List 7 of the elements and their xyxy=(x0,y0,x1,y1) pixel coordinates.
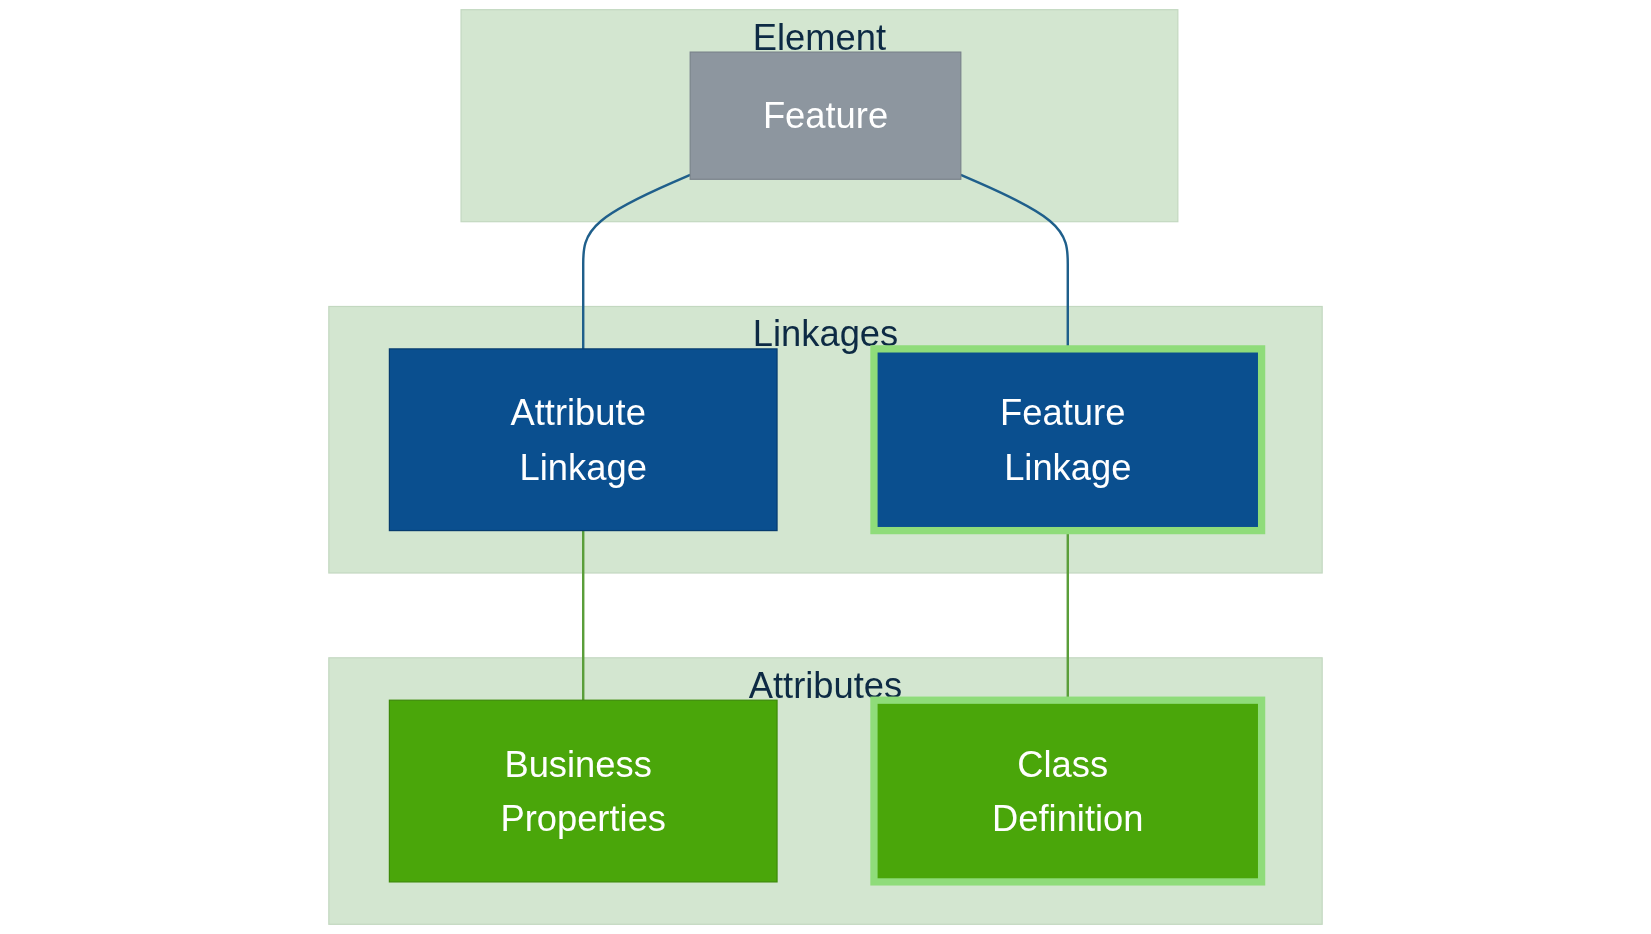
connector xyxy=(582,173,691,349)
connector xyxy=(582,530,585,701)
node-box: Attribute Linkage xyxy=(388,348,778,532)
node-box: Class Definition xyxy=(870,696,1266,886)
node-box: Feature Linkage xyxy=(870,345,1266,535)
node-box: Business Properties xyxy=(388,699,778,883)
node-box: Feature xyxy=(689,51,962,180)
